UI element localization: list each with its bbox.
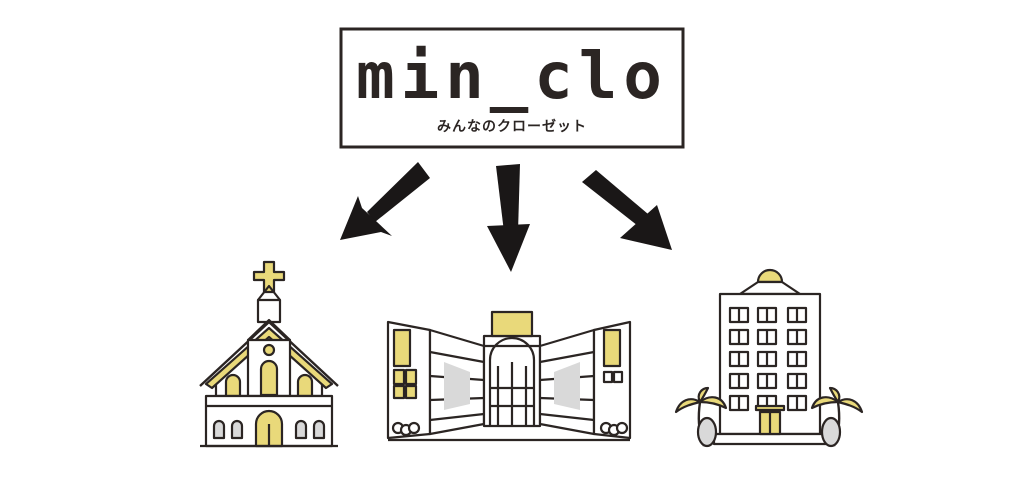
- arrow-to-church-icon: [340, 162, 430, 240]
- shopping-mall-icon: [386, 310, 632, 442]
- arrow-to-hotel-icon: [582, 170, 672, 250]
- logo-title: min_clo: [356, 40, 668, 114]
- church-icon: [199, 260, 339, 448]
- arrows: [340, 162, 672, 272]
- resort-hotel-icon: [674, 268, 864, 448]
- logo-subtitle: みんなのクローゼット: [437, 118, 587, 135]
- logo-frame: [339, 27, 685, 149]
- arrow-to-mall-icon: [487, 164, 530, 272]
- logo: min_clo みんなのクローゼット: [339, 27, 685, 149]
